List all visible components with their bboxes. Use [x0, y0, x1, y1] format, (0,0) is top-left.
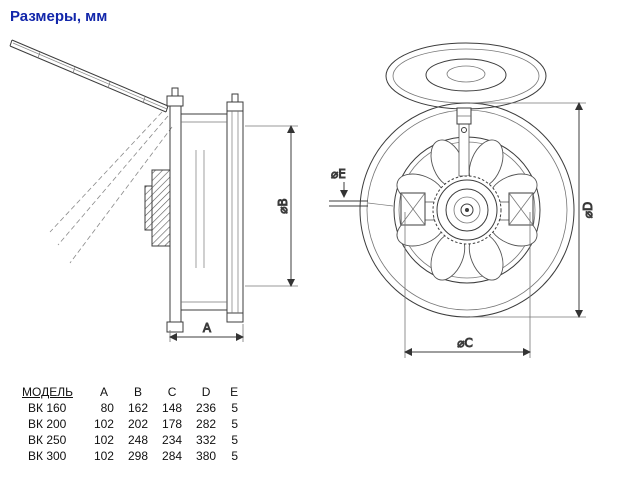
- model-name: ВК 250: [28, 433, 67, 447]
- value-c: 148: [162, 401, 183, 415]
- value-c: 234: [162, 433, 183, 447]
- header-c: C: [167, 385, 177, 399]
- dimension-b: ⌀B: [245, 125, 298, 287]
- cover-ellipse: [385, 42, 547, 110]
- value-c: 284: [162, 449, 183, 463]
- table-header-row: МОДЕЛЬ A B C D E: [18, 384, 245, 400]
- fan-body-side: [166, 87, 244, 333]
- value-d: 282: [196, 417, 217, 431]
- dim-b-label: ⌀B: [276, 198, 290, 213]
- value-e: 5: [231, 401, 239, 415]
- dimension-a: A: [169, 321, 244, 342]
- value-a: 80: [100, 401, 114, 415]
- table-row: ВК 160 80 162 148 236 5: [18, 400, 245, 416]
- motor-section-hatched: [144, 169, 171, 247]
- table-row: ВК 300 102 298 284 380 5: [18, 448, 245, 464]
- value-e: 5: [231, 417, 239, 431]
- value-b: 162: [127, 401, 149, 415]
- dimensions-table: МОДЕЛЬ A B C D E ВК 160 80 162 148 236 5…: [18, 384, 245, 464]
- model-name: ВК 160: [28, 401, 67, 415]
- open-cover-plate: [9, 39, 169, 113]
- value-e: 5: [231, 449, 239, 463]
- value-a: 102: [93, 417, 114, 431]
- table-row: ВК 250 102 248 234 332 5: [18, 432, 245, 448]
- front-view: ⌀E ⌀D ⌀C: [329, 42, 596, 358]
- header-a: A: [99, 385, 108, 399]
- value-a: 102: [93, 433, 114, 447]
- fan-face: [359, 102, 575, 318]
- dim-d-label: ⌀D: [581, 202, 595, 218]
- dimension-c: ⌀C: [404, 212, 531, 358]
- value-d: 236: [196, 401, 217, 415]
- dimension-e: ⌀E: [329, 167, 394, 207]
- value-d: 380: [196, 449, 217, 463]
- value-e: 5: [231, 433, 239, 447]
- dim-e-label: ⌀E: [331, 167, 346, 181]
- motor-hub: [432, 175, 502, 245]
- page-title: Размеры, мм: [10, 8, 108, 25]
- value-b: 248: [127, 433, 149, 447]
- value-c: 178: [162, 417, 183, 431]
- model-name: ВК 300: [28, 449, 67, 463]
- dim-c-label: ⌀C: [457, 336, 473, 350]
- header-e: E: [230, 385, 239, 399]
- table-row: ВК 200 102 202 178 282 5: [18, 416, 245, 432]
- latch-clip-right: [508, 192, 534, 226]
- value-b: 202: [127, 417, 149, 431]
- dimension-d: ⌀D: [470, 102, 596, 318]
- header-d: D: [201, 385, 211, 399]
- header-b: B: [133, 385, 142, 399]
- value-a: 102: [93, 449, 114, 463]
- value-b: 298: [127, 449, 149, 463]
- cover-swing-dashed-lines: [49, 111, 173, 264]
- header-model: МОДЕЛЬ: [22, 385, 73, 399]
- value-d: 332: [196, 433, 217, 447]
- side-view: ⌀B A: [9, 39, 298, 342]
- dim-a-label: A: [203, 321, 212, 335]
- model-name: ВК 200: [28, 417, 67, 431]
- latch-clip-top: [456, 107, 472, 133]
